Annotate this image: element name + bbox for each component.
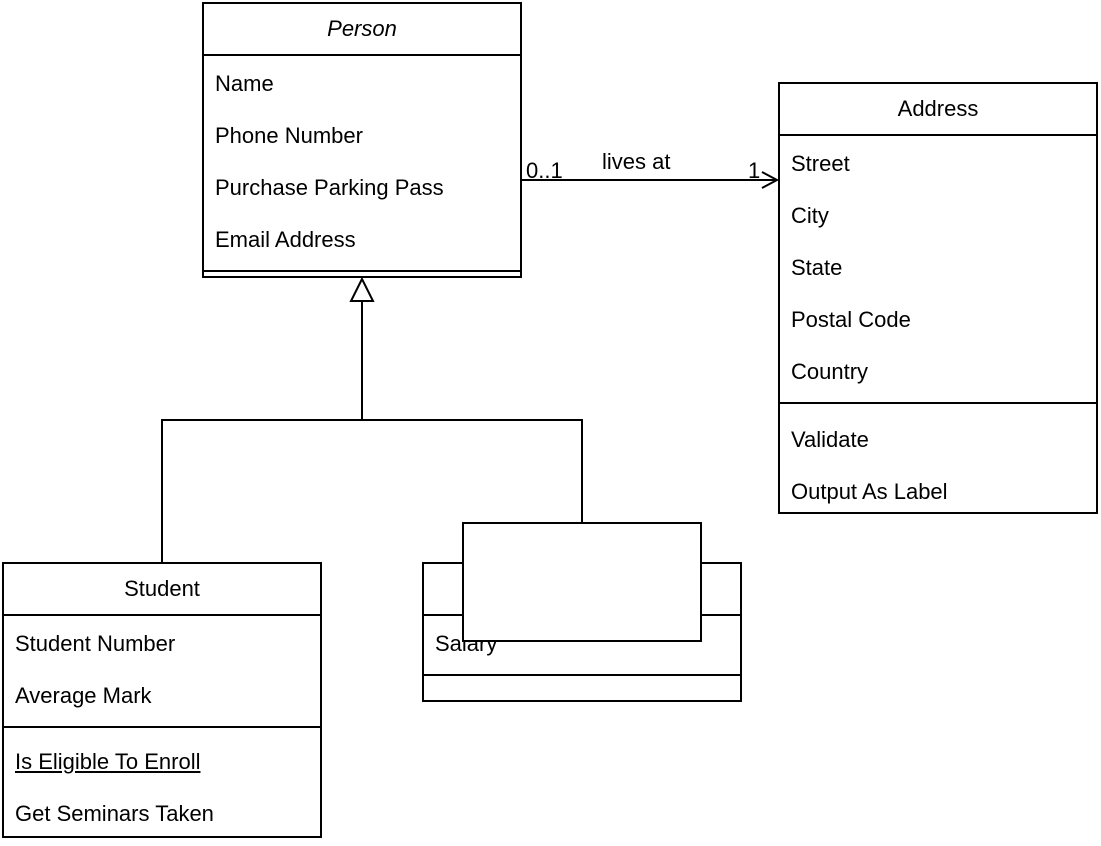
- attribute-student-number[interactable]: Student Number: [15, 631, 176, 656]
- attribute-purchase-parking-pass[interactable]: Purchase Parking Pass: [215, 175, 444, 200]
- class-student-name: Student: [4, 564, 320, 616]
- class-address-operations: Validate Output As Label: [780, 404, 1096, 518]
- class-person-attributes: Name Phone Number Purchase Parking Pass …: [204, 56, 520, 272]
- association-label: lives at: [602, 149, 671, 174]
- association-source-multiplicity: 0..1: [526, 158, 563, 183]
- attribute-country[interactable]: Country: [791, 359, 869, 384]
- association-target-multiplicity: 1: [748, 158, 761, 183]
- attribute-state[interactable]: State: [791, 255, 843, 280]
- operation-is-eligible-to-enroll[interactable]: Is Eligible To Enroll: [15, 749, 201, 774]
- class-student-operations: Is Eligible To Enroll Get Seminars Taken: [4, 728, 320, 840]
- class-person[interactable]: Person Name Phone Number Purchase Parkin…: [202, 2, 522, 278]
- generalization-branch[interactable]: [161, 419, 583, 562]
- attribute-email-address[interactable]: Email Address: [215, 227, 356, 252]
- attribute-phone-number[interactable]: Phone Number: [215, 123, 363, 148]
- generalization-hollow-triangle: [349, 276, 375, 302]
- association-open-arrowhead: [761, 171, 780, 189]
- class-address[interactable]: Address Street City State Postal Code Co…: [778, 82, 1098, 514]
- attribute-average-mark[interactable]: Average Mark: [15, 683, 152, 708]
- operation-get-seminars-taken[interactable]: Get Seminars Taken: [15, 801, 214, 826]
- class-student[interactable]: Student Student Number Average Mark Is E…: [2, 562, 322, 838]
- attribute-street[interactable]: Street: [791, 151, 850, 176]
- attribute-name[interactable]: Name: [215, 71, 274, 96]
- class-person-name: Person: [204, 4, 520, 56]
- operation-validate[interactable]: Validate: [791, 427, 869, 452]
- class-address-attributes: Street City State Postal Code Country: [780, 136, 1096, 404]
- class-student-attributes: Student Number Average Mark: [4, 616, 320, 728]
- attribute-postal-code[interactable]: Postal Code: [791, 307, 911, 332]
- overlay-empty-box[interactable]: [462, 522, 702, 642]
- class-address-name: Address: [780, 84, 1096, 136]
- operation-output-as-label[interactable]: Output As Label: [791, 479, 948, 504]
- attribute-city[interactable]: City: [791, 203, 829, 228]
